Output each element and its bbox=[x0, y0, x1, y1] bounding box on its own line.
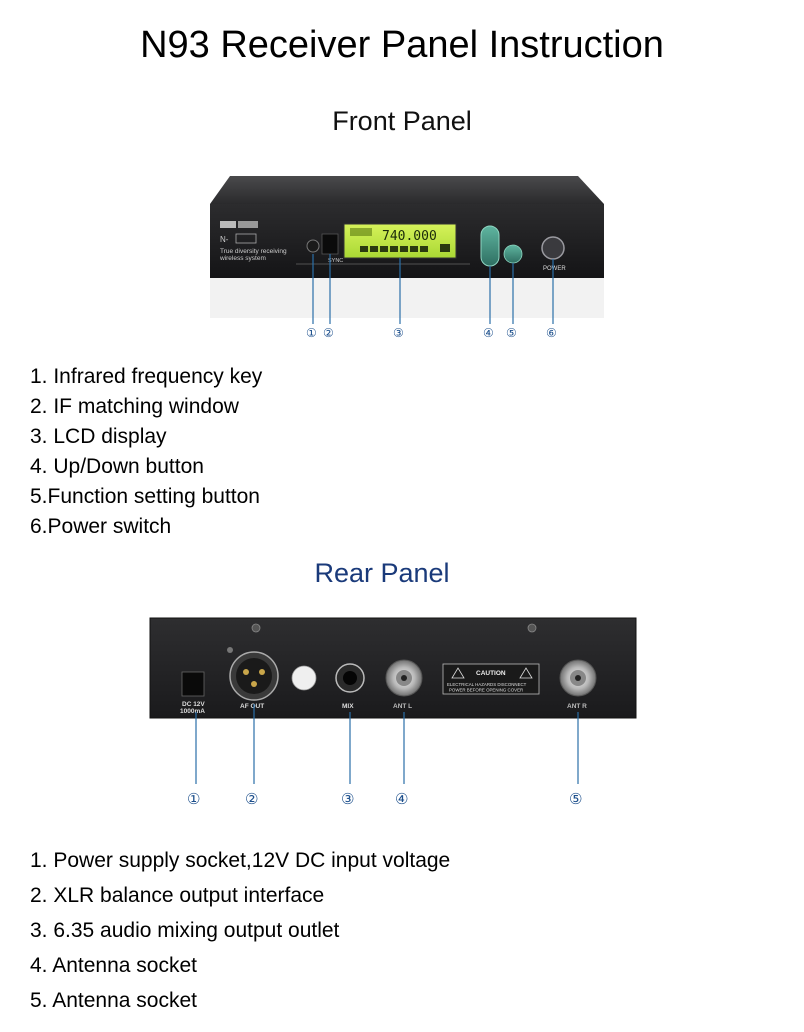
legend-item: 6.Power switch bbox=[30, 515, 172, 538]
mix-label: MIX bbox=[342, 703, 354, 710]
legend-item: 2. IF matching window bbox=[30, 395, 239, 418]
front-panel-diagram: N- True diversity receiving wireless sys… bbox=[210, 176, 604, 340]
screw-icon bbox=[527, 623, 537, 633]
up-down-button-icon bbox=[480, 225, 500, 267]
callout-1: ① bbox=[187, 790, 200, 808]
sticker-icon bbox=[291, 665, 317, 691]
legend-item: 5. Antenna socket bbox=[30, 989, 197, 1012]
callout-5: ⑤ bbox=[569, 790, 582, 808]
page-title: N93 Receiver Panel Instruction bbox=[140, 24, 664, 66]
ant-r-label: ANT R bbox=[567, 703, 587, 710]
callout-2: ② bbox=[323, 326, 334, 340]
af-out-label: AF OUT bbox=[240, 703, 264, 710]
power-switch-icon bbox=[541, 236, 565, 260]
front-panel-heading: Front Panel bbox=[332, 106, 472, 136]
brand-logo bbox=[220, 221, 236, 228]
rear-panel-heading: Rear Panel bbox=[314, 558, 450, 588]
sync-label: SYNC bbox=[328, 258, 343, 264]
chassis-top bbox=[210, 176, 604, 204]
legend-item: 3. LCD display bbox=[30, 425, 167, 448]
warning-icon bbox=[519, 667, 533, 679]
model-label: N- bbox=[220, 235, 229, 244]
dc-label: DC 12V bbox=[182, 701, 205, 708]
tagline-1: True diversity receiving bbox=[220, 248, 287, 255]
screw-icon bbox=[251, 623, 261, 633]
tagline-2: wireless system bbox=[219, 255, 266, 262]
reflection bbox=[210, 278, 604, 318]
front-panel-legend: 1. Infrared frequency key 2. IF matching… bbox=[30, 362, 262, 542]
callout-4: ④ bbox=[483, 326, 494, 340]
legend-item: 4. Antenna socket bbox=[30, 954, 197, 977]
dc-current-label: 1000mA bbox=[180, 708, 205, 715]
caution-text: CAUTION bbox=[476, 670, 506, 677]
if-window bbox=[321, 233, 339, 255]
ant-l-label: ANT L bbox=[393, 703, 412, 710]
callout-3: ③ bbox=[393, 326, 404, 340]
callout-5: ⑤ bbox=[506, 326, 517, 340]
rear-panel-diagram: DC 12V 1000mA AF OUT MIX ANT L CAUTION E… bbox=[149, 617, 637, 808]
callout-1: ① bbox=[306, 326, 317, 340]
dc-socket-icon bbox=[181, 671, 205, 697]
legend-item: 3. 6.35 audio mixing output outlet bbox=[30, 919, 340, 942]
power-label: POWER bbox=[543, 266, 566, 272]
warning-icon bbox=[451, 667, 465, 679]
legend-item: 4. Up/Down button bbox=[30, 455, 204, 478]
legend-item: 1. Power supply socket,12V DC input volt… bbox=[30, 849, 451, 872]
rear-panel-legend: 1. Power supply socket,12V DC input volt… bbox=[30, 843, 450, 1018]
warning-line-1: ELECTRICAL HAZARDS DISCONNECT bbox=[447, 682, 527, 687]
callout-3: ③ bbox=[341, 790, 354, 808]
legend-item: 1. Infrared frequency key bbox=[30, 365, 263, 388]
callout-4: ④ bbox=[395, 790, 408, 808]
infrared-key-icon bbox=[306, 239, 320, 253]
lcd-frequency: 740.000 bbox=[382, 229, 437, 244]
warning-line-2: POWER BEFORE OPENING COVER bbox=[449, 688, 523, 693]
callout-2: ② bbox=[245, 790, 258, 808]
function-button-icon bbox=[503, 244, 523, 264]
callout-6: ⑥ bbox=[546, 326, 557, 340]
legend-item: 2. XLR balance output interface bbox=[30, 884, 325, 907]
legend-item: 5.Function setting button bbox=[30, 485, 260, 508]
